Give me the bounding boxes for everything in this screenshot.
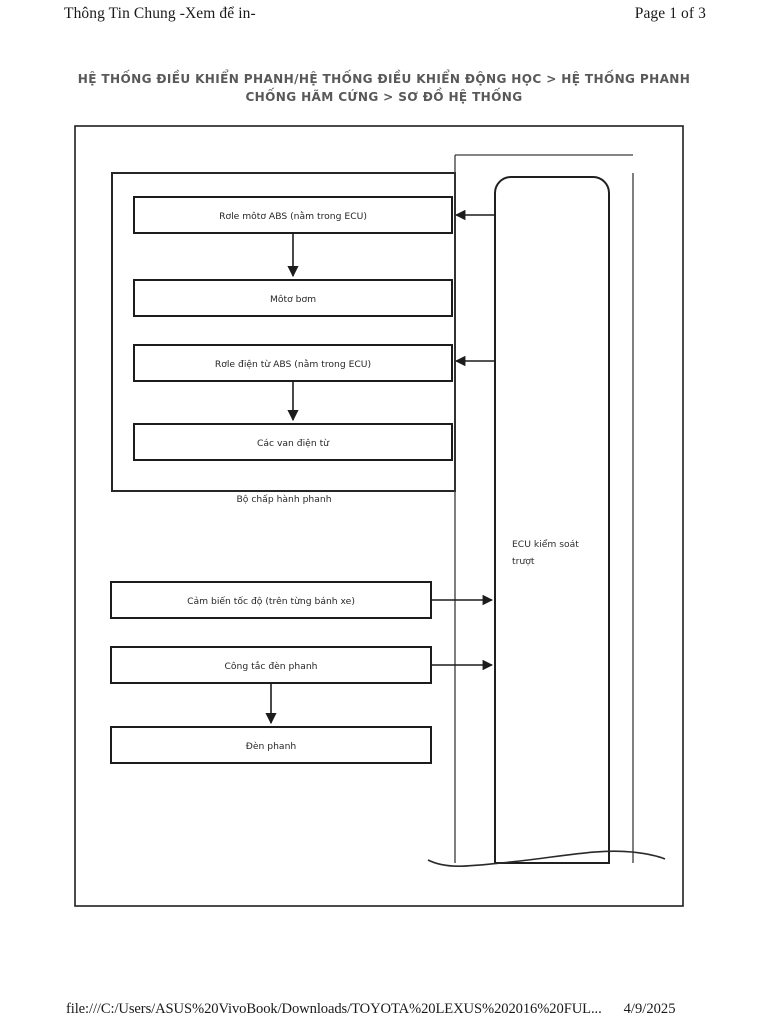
actuator-group-label: Bộ chấp hành phanh <box>236 494 331 505</box>
box-speed-sensor-label: Cảm biến tốc độ (trên từng bánh xe) <box>187 596 355 607</box>
print-footer-url: file:///C:/Users/ASUS%20VivoBook/Downloa… <box>66 1000 602 1017</box>
box-brake-light-switch-label: Công tắc đèn phanh <box>225 661 318 672</box>
page-title-line-1: HỆ THỐNG ĐIỀU KHIỂN PHANH/HỆ THỐNG ĐIỀU … <box>77 72 691 86</box>
box-abs-solenoid-relay-label: Rơle điện từ ABS (nằm trong ECU) <box>215 359 371 370</box>
print-footer: file:///C:/Users/ASUS%20VivoBook/Downloa… <box>0 994 768 1024</box>
print-header: Thông Tin Chung -Xem để in- Page 1 of 3 <box>0 0 768 34</box>
box-abs-motor-relay-label: Rơle môtơ ABS (nằm trong ECU) <box>219 211 367 222</box>
box-pump-motor-label: Môtơ bơm <box>270 294 316 305</box>
box-abs-solenoid-relay <box>133 344 453 382</box>
box-brake-light-label: Đèn phanh <box>246 741 297 752</box>
system-diagram-canvas: ECU kiểm soát trượt Rơle môtơ ABS (nằm t… <box>74 125 684 907</box>
ecu-column <box>494 176 610 864</box>
print-footer-date: 4/9/2025 <box>623 1000 676 1017</box>
ecu-label-line-2: trượt <box>512 556 535 567</box>
system-diagram: ECU kiểm soát trượt Rơle môtơ ABS (nằm t… <box>0 118 768 908</box>
page-title-line-2: CHỐNG HÃM CỨNG > SƠ ĐỒ HỆ THỐNG <box>245 90 523 104</box>
page-title: HỆ THỐNG ĐIỀU KHIỂN PHANH/HỆ THỐNG ĐIỀU … <box>64 70 704 106</box>
box-speed-sensor <box>110 581 432 619</box>
print-header-page-number: Page 1 of 3 <box>634 5 706 22</box>
box-solenoid-valves-label: Các van điện từ <box>257 438 330 449</box>
figure-outer-frame <box>74 125 684 907</box>
print-header-title: Thông Tin Chung -Xem để in- <box>64 5 256 22</box>
box-pump-motor <box>133 279 453 317</box>
torn-edge-wave <box>427 850 666 867</box>
box-brake-light <box>110 726 432 764</box>
ecu-label-line-1: ECU kiểm soát <box>512 539 579 550</box>
box-abs-motor-relay <box>133 196 453 234</box>
box-solenoid-valves <box>133 423 453 461</box>
